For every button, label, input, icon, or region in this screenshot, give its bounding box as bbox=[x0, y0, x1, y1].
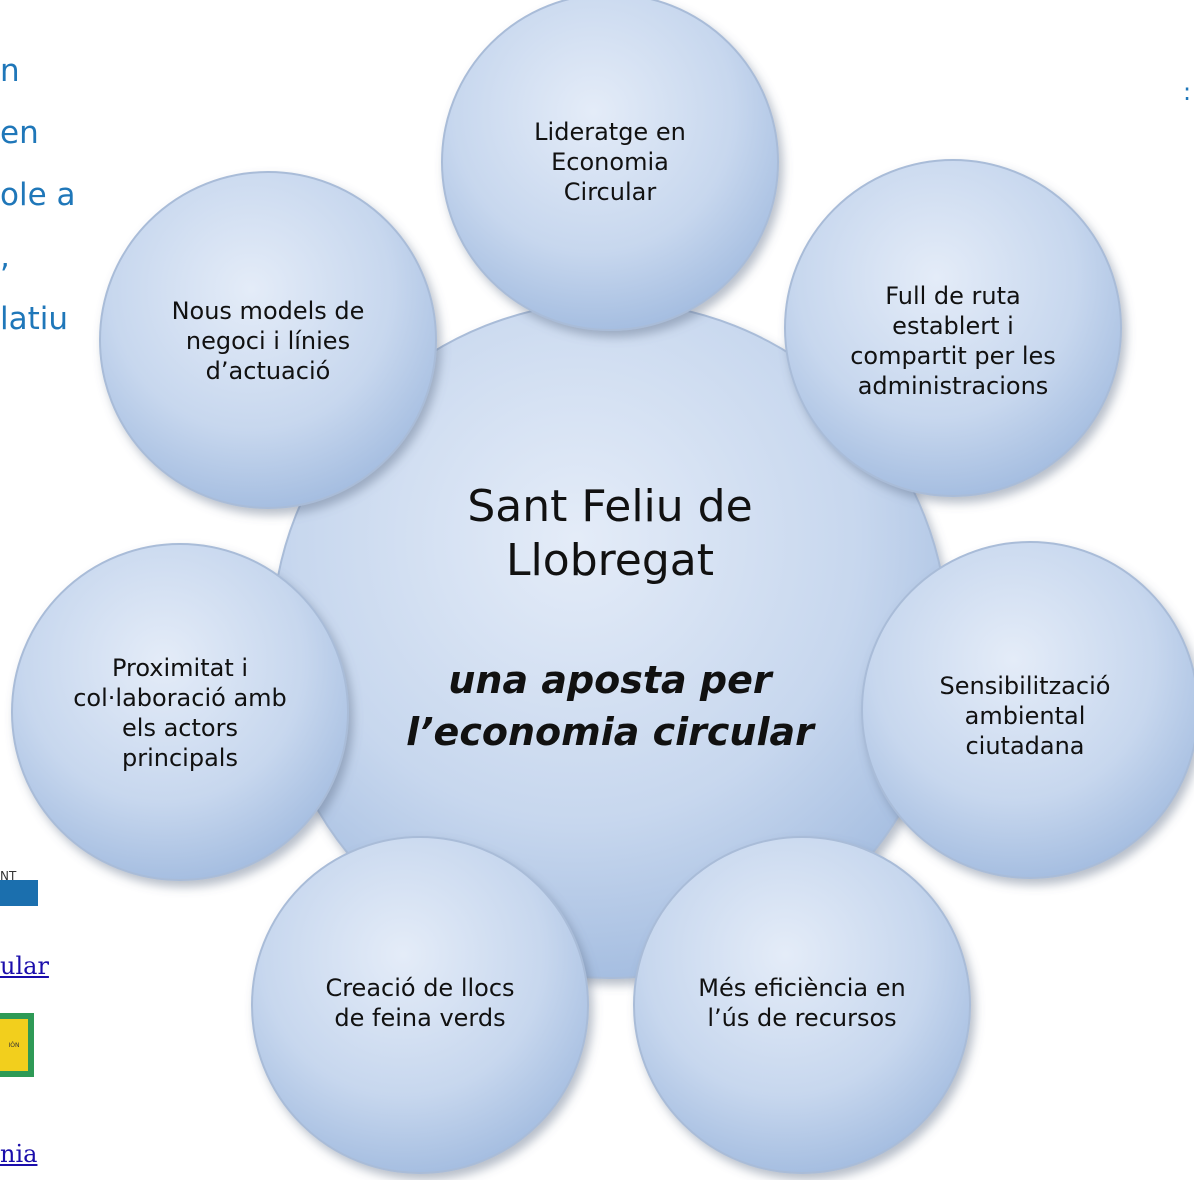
label-llocs-de-feina: Creació de llocs de feina verds bbox=[290, 970, 550, 1036]
center-subtitle: una aposta per l’economia circular bbox=[370, 654, 850, 758]
circle-sensibilitzacio bbox=[861, 541, 1194, 879]
circle-nous-models bbox=[99, 171, 437, 509]
node-label-line: d’actuació bbox=[205, 357, 331, 385]
link-economia-circular[interactable]: ular bbox=[0, 952, 49, 980]
center-title-line: Sant Feliu de bbox=[467, 481, 753, 532]
node-label-line: de feina verds bbox=[334, 1004, 506, 1032]
left-text-line: n bbox=[0, 53, 20, 89]
center-subtitle-line: una aposta per bbox=[448, 658, 772, 702]
node-label-line: Més eficiència en bbox=[698, 974, 906, 1002]
circle-llocs-de-feina bbox=[251, 836, 589, 1174]
node-label-line: ambiental bbox=[964, 701, 1086, 730]
node-label-line: Lideratge en bbox=[534, 118, 686, 146]
circle-proximitat bbox=[11, 543, 349, 881]
right-clipped-text: : bbox=[1183, 78, 1192, 106]
node-label-line: compartit per les bbox=[850, 341, 1056, 370]
left-text-line: latiu bbox=[0, 301, 69, 337]
left-text-line: en bbox=[0, 115, 39, 151]
left-clipped-text: n en ole a , latiu bbox=[0, 40, 120, 350]
link-economia[interactable]: nia bbox=[0, 1140, 38, 1168]
logo-image bbox=[0, 880, 38, 906]
logo-caption: IÓN bbox=[0, 1019, 28, 1071]
left-text-line: , bbox=[0, 239, 10, 275]
label-eficiencia: Més eficiència en l’ús de recursos bbox=[672, 970, 932, 1036]
node-label-line: Creació de llocs bbox=[325, 974, 515, 1002]
node-label-line: l’ús de recursos bbox=[707, 1004, 897, 1032]
node-label-line: col·laboració amb bbox=[73, 683, 287, 712]
node-label-line: administracions bbox=[857, 371, 1049, 400]
node-label-line: negoci i línies bbox=[185, 327, 351, 355]
label-sensibilitzacio: Sensibilització ambiental ciutadana bbox=[910, 668, 1140, 763]
label-nous-models: Nous models de negoci i línies d’actuaci… bbox=[138, 292, 398, 390]
label-full-de-ruta: Full de ruta establert i compartit per l… bbox=[823, 278, 1083, 403]
circle-eficiencia bbox=[633, 836, 971, 1174]
circle-full-de-ruta bbox=[784, 159, 1122, 497]
node-label-line: Full de ruta bbox=[885, 281, 1021, 310]
node-label-line: Economia bbox=[551, 148, 669, 176]
node-label-line: establert i bbox=[892, 311, 1014, 340]
node-label-line: els actors bbox=[122, 713, 238, 742]
node-label-line: Proximitat i bbox=[111, 653, 249, 682]
node-label-line: Nous models de bbox=[171, 297, 365, 325]
node-label-line: Circular bbox=[563, 178, 657, 206]
node-label-line: principals bbox=[122, 743, 238, 772]
logo-image: IÓN bbox=[0, 1013, 34, 1077]
left-text-line: ole a bbox=[0, 177, 76, 213]
node-label-line: ciutadana bbox=[965, 731, 1085, 760]
node-label-line: Sensibilització bbox=[939, 671, 1111, 700]
logo-caption: NT bbox=[0, 869, 17, 883]
circle-lideratge bbox=[441, 0, 779, 331]
label-lideratge: Lideratge en Economia Circular bbox=[500, 112, 720, 212]
label-proximitat: Proximitat i col·laboració amb els actor… bbox=[50, 650, 310, 775]
center-title-line: Llobregat bbox=[506, 535, 714, 586]
center-subtitle-line: l’economia circular bbox=[406, 710, 814, 754]
center-title: Sant Feliu de Llobregat bbox=[410, 480, 810, 588]
